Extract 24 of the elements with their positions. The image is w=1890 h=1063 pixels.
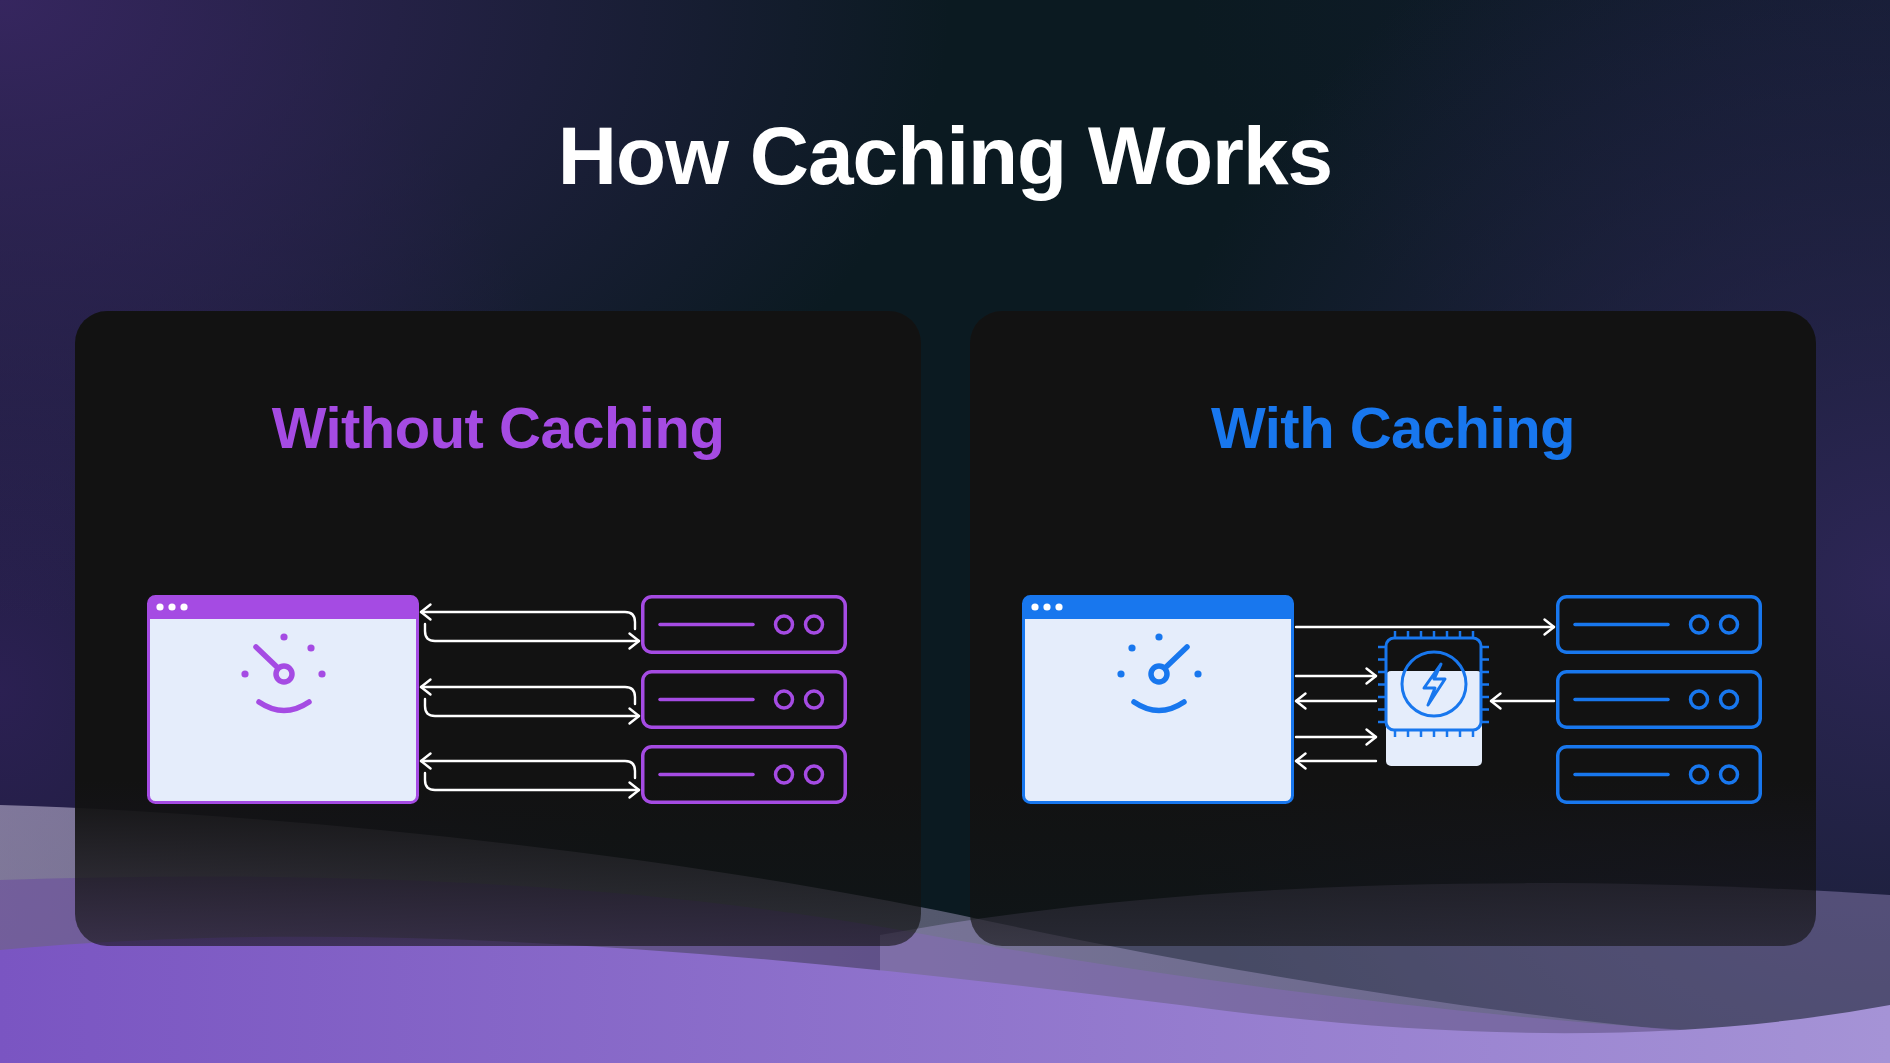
arrow: [1294, 728, 1378, 746]
arrow: [1294, 618, 1556, 636]
arrow: [1489, 692, 1556, 710]
server-unit: [641, 745, 847, 804]
arrow: [1294, 692, 1378, 710]
arrow: [1294, 752, 1378, 770]
server-unit: [641, 670, 847, 729]
arrow: [419, 678, 637, 706]
panel-heading: Without Caching: [271, 394, 725, 462]
arrow: [419, 752, 637, 780]
arrow: [423, 771, 641, 799]
server-unit: [1556, 745, 1762, 804]
browser-window: [147, 595, 419, 804]
arrow: [423, 622, 641, 650]
panel-heading: With Caching: [1211, 394, 1575, 462]
browser-window: [1022, 595, 1294, 804]
page-title: How Caching Works: [557, 109, 1333, 203]
arrow: [423, 697, 641, 725]
arrow: [419, 603, 637, 631]
cpu-chip: [1378, 631, 1489, 767]
server-unit: [1556, 670, 1762, 729]
server-unit: [1556, 595, 1762, 654]
arrow: [1294, 667, 1378, 685]
server-unit: [641, 595, 847, 654]
